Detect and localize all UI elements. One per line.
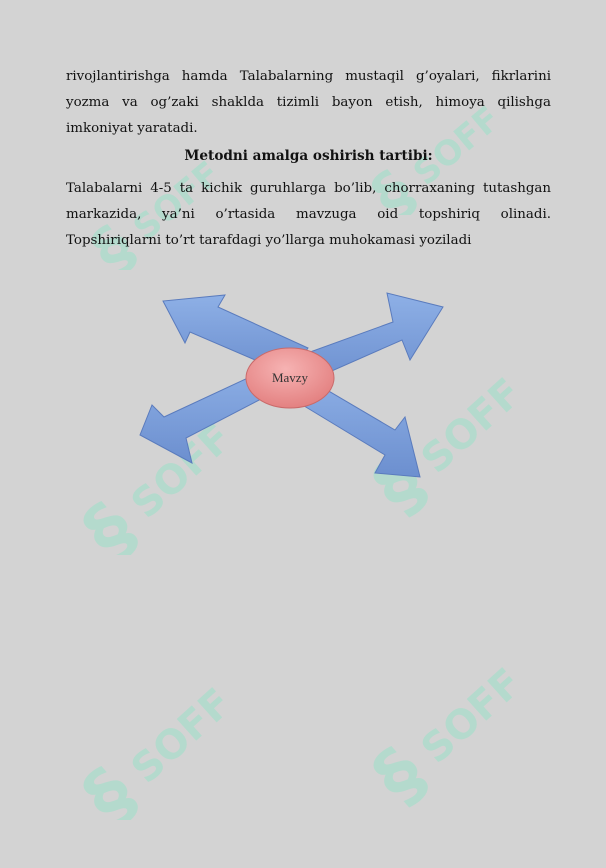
text-line: Talabalarni 4-5 ta kichik guruhlarga bo’…	[66, 181, 551, 196]
center-topic-label: Mavzy	[272, 370, 309, 385]
crossroads-diagram: Mavzy	[139, 292, 444, 478]
watermark-logo-icon: § SOFF	[70, 680, 241, 820]
paragraph-intro: rivojlantirishga hamda Talabalarning mus…	[66, 64, 551, 142]
center-topic-oval	[245, 347, 335, 409]
watermark-logo-icon: § SOFF	[80, 154, 228, 270]
watermark-logo-icon: § SOFF	[360, 370, 531, 520]
text-line: markazida, ya’ni o’rtasida mavzuga oid t…	[66, 207, 551, 222]
svg-text:SOFF: SOFF	[123, 680, 241, 793]
text-line: yozma va og’zaki shaklda tizimli bayon e…	[66, 95, 551, 110]
text-line: rivojlantirishga hamda Talabalarning mus…	[66, 69, 551, 84]
text-line: imkoniyat yaratadi.	[66, 121, 198, 136]
watermark-logo-icon: § SOFF	[360, 660, 531, 810]
text-line: Topshiriqlarni to’rt tarafdagi yo’llarga…	[66, 233, 472, 248]
paragraph-method: Talabalarni 4-5 ta kichik guruhlarga bo’…	[66, 176, 551, 254]
section-heading: Metodni amalga oshirish tartibi:	[184, 148, 433, 164]
watermark-logo-icon: § SOFF	[360, 99, 508, 215]
svg-text:SOFF: SOFF	[413, 660, 531, 773]
